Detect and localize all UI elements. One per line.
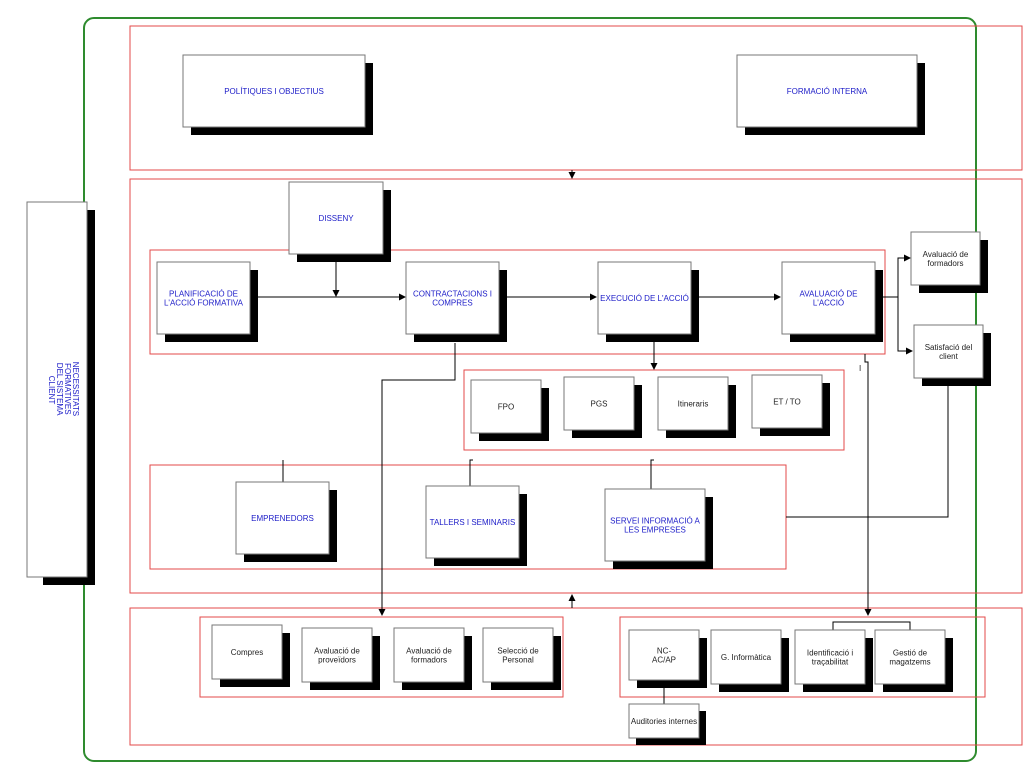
program-pgs-box-face (563, 376, 635, 431)
program-pgs-box: PGS (563, 376, 642, 438)
process-flow-frame (149, 249, 886, 355)
connector-servei-top (650, 459, 654, 489)
avaluacio-box-face (781, 261, 876, 335)
program-etto-box-label: ET / TO (773, 398, 801, 407)
execucio-box-label: EXECUCIÓ DE L'ACCIÓ (600, 294, 689, 303)
execucio-box-face (597, 261, 692, 335)
diagram-boxes: POLÍTIQUES I OBJECTIUS FORMACIÓ INTERNA DI… (156, 54, 991, 745)
satisfaccio-client-box-face (913, 324, 984, 379)
tallers-box-label: TALLERS I SEMINARIS (430, 518, 516, 527)
top-section-frame (129, 25, 1023, 171)
connector-tallers-top (469, 459, 473, 486)
compres-box-face (211, 624, 283, 680)
side-label: NECESSITATS FORMATIVES DEL SISTEMA CLIEN… (47, 362, 80, 419)
execucio-box: EXECUCIÓ DE L'ACCIÓ (597, 261, 699, 342)
programs-frame (463, 369, 845, 451)
auditories-box-face (628, 703, 700, 739)
disseny-box-face (288, 181, 384, 255)
connector-identificacio-gestio (832, 621, 911, 630)
auditories-box: Auditories internes (628, 703, 706, 745)
g-informatica-box-face (710, 629, 782, 685)
program-etto-box-face (751, 374, 823, 429)
formacio-interna-box-face (736, 54, 918, 128)
emprenedors-box-face (235, 481, 330, 555)
connector-avaluacio-satisfaccio (875, 296, 913, 355)
side-box (26, 201, 88, 578)
nc-acap-box: NC-AC/AP (628, 629, 707, 688)
program-fpo-box: FPO (470, 379, 549, 441)
bottom-section-frame (129, 607, 1023, 746)
formacio-interna-box-label: FORMACIÓ INTERNA (787, 87, 868, 96)
disseny-box: DISSENY (288, 181, 391, 262)
seleccio-personal-box-face (482, 627, 554, 683)
program-itineraris-box: Itineraris (657, 376, 736, 438)
connector-marker: I (859, 364, 861, 373)
politiques-box: POLÍTIQUES I OBJECTIUS (182, 54, 373, 135)
servei-box-face (604, 488, 706, 562)
g-informatica-box-label: G. Informàtica (721, 653, 772, 662)
bottom-right-group-frame (619, 616, 986, 698)
avaluacio-proveidors-box-face (301, 627, 373, 683)
planificacio-box-face (156, 261, 251, 335)
program-etto-box: ET / TO (751, 374, 830, 436)
connector-avaluacio-quality (864, 354, 872, 616)
program-pgs-box-label: PGS (591, 400, 608, 409)
program-itineraris-box-face (657, 376, 729, 431)
emprenedors-box-label: EMPRENEDORS (251, 514, 314, 523)
compres-box: Compres (211, 624, 290, 687)
side-necessitats-box: NECESSITATS FORMATIVES DEL SISTEMA CLIEN… (26, 201, 95, 585)
compres-box-label: Compres (231, 648, 263, 657)
middle-section-frame (129, 178, 1023, 594)
auditories-box-label: Auditories internes (631, 717, 697, 726)
nc-acap-box-label: NC-AC/AP (652, 647, 676, 665)
identificacio-box-face (794, 629, 866, 685)
connectors (250, 170, 949, 704)
politiques-box-face (182, 54, 366, 128)
program-fpo-box-label: FPO (498, 403, 514, 412)
emprenedors-box: EMPRENEDORS (235, 481, 337, 562)
nc-acap-box-face (628, 629, 700, 681)
formacio-interna-box: FORMACIÓ INTERNA (736, 54, 925, 135)
g-informatica-box: G. Informàtica (710, 629, 789, 692)
gestio-magatzems-box-face (874, 629, 946, 685)
connector-satisfaccio-servei (786, 386, 949, 518)
disseny-box-label: DISSENY (318, 214, 354, 223)
avaluacio-formadors-box-face (910, 231, 981, 286)
avaluacio-formadors-bottom-box-face (393, 627, 465, 683)
tallers-box-face (425, 485, 520, 559)
contractacions-box-face (405, 261, 500, 335)
program-itineraris-box-label: Itineraris (678, 400, 709, 409)
politiques-box-label: POLÍTIQUES I OBJECTIUS (224, 87, 324, 96)
connector-contractacions-compres (378, 343, 456, 616)
bottom-left-group-frame (199, 616, 564, 698)
program-fpo-box-face (470, 379, 542, 434)
tallers-box: TALLERS I SEMINARIS (425, 485, 527, 566)
